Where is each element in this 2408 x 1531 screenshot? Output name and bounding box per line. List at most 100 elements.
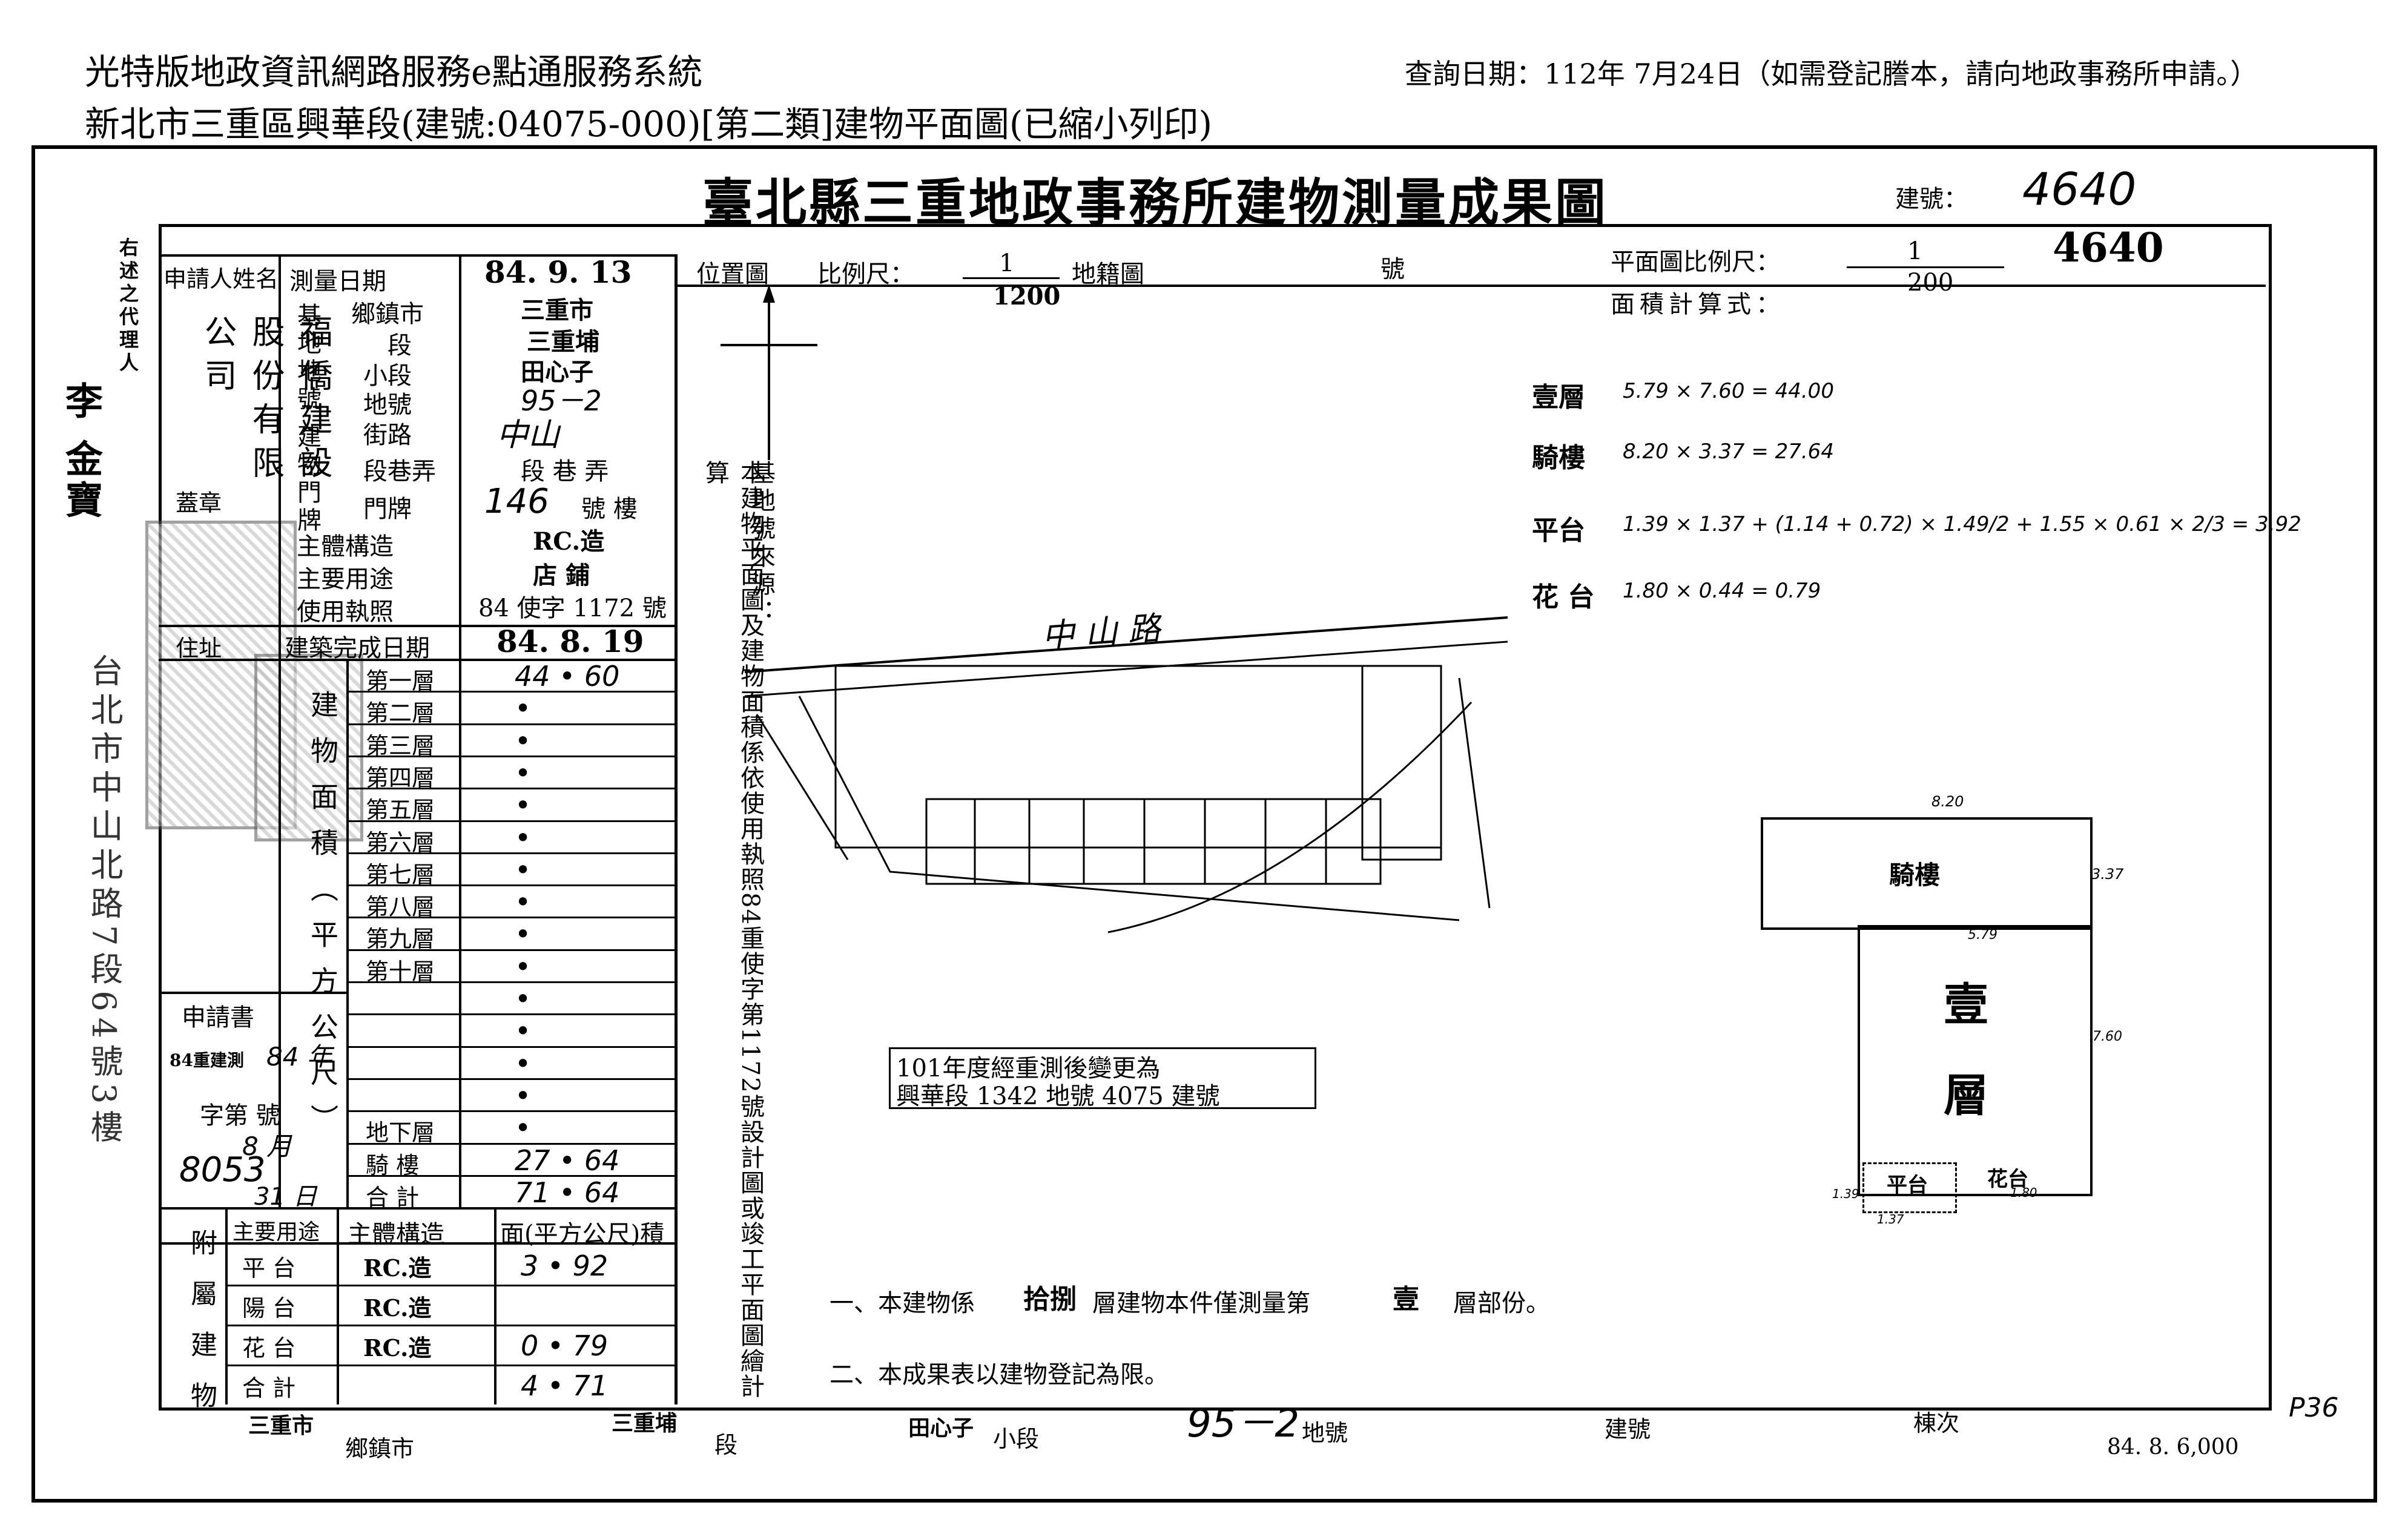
footer-subsection: 田心子 [908,1415,974,1441]
calc-floor-label: 騎樓 [1532,443,1585,473]
location-map-label: 位置圖 [696,260,769,288]
annex-use: 陽 台 [242,1295,296,1322]
floor-area-value: • [515,886,532,918]
floor-label: 第十層 [366,958,435,985]
resurvey-note-1: 101年度經重測後變更為 [896,1055,1161,1082]
calc-floor-label: 平台 [1532,515,1585,546]
floor-row-divider [346,1013,675,1015]
number-label: 門牌 [363,495,412,523]
dim-small-2: 1.37 [1877,1212,1904,1226]
floor-row-divider [346,949,675,951]
annex-header-area: 面(平方公尺)積 [500,1220,665,1248]
floor-area-value: • [515,918,532,950]
annex-structure: RC.造 [363,1334,432,1361]
application-no-label: 字第 號 [200,1102,280,1130]
calc-formula: 5.79 × 7.60 = 44.00 [1623,379,1834,403]
completed-value: 84. 8. 19 [496,624,644,659]
floor-area-value: 27 • 64 [515,1144,620,1177]
floor-row-divider [346,1175,675,1177]
floor-row-divider [346,723,675,725]
dim-small-3: 1.80 [2010,1185,2037,1200]
applicant-label: 申請人姓名 [163,266,279,292]
number-value: 146 [484,482,549,521]
floor-label: 第二層 [366,700,435,726]
survey-date-label: 測量日期 [289,268,386,295]
floor-label: 第五層 [366,797,435,823]
completed-label: 建築完成日期 [285,634,430,662]
floor-row-divider [346,756,675,757]
floor-label: 第八層 [366,894,435,920]
footer-corner-mark: P36 [2289,1392,2339,1423]
floor-area-value: • [515,692,532,725]
lot-value: 95－2 [521,384,602,417]
flowerbed-label: 花台 [1987,1167,2028,1191]
floor-label-1: 壹 [1944,979,1988,1031]
application-no: 8053 [179,1150,266,1190]
application-day: 31 日 [254,1183,317,1211]
footer-township: 三重市 [248,1413,314,1438]
floor-row-divider [346,884,675,886]
section-value: 三重埔 [527,328,599,356]
calc-formula: 8.20 × 3.37 = 27.64 [1623,440,1834,464]
structure-value: RC.造 [533,527,605,556]
floor-area-value: • [515,854,532,886]
township-value: 三重市 [521,296,593,324]
floor-label: 騎 樓 [366,1152,420,1179]
application-label: 申請書 [182,1004,254,1032]
calc-label: 面積計算式： [1611,291,1785,318]
survey-date: 84. 9. 13 [484,254,632,290]
floor-label: 第九層 [366,926,435,952]
note1-suffix: 層部份。 [1453,1289,1550,1317]
application-month: 8 月 [242,1131,292,1161]
annex-label: 附屬建物 [186,1229,217,1432]
note2: 二、本成果表以建物登記為限。 [830,1361,1169,1389]
floor-area-value: 44 • 60 [515,660,620,693]
floor-area-value: • [515,1047,532,1080]
street-value: 中山 [496,417,560,453]
build-no-handwritten: 4640 [2022,163,2137,216]
system-title: 光特版地政資訊網路服務e點通服務系統 [85,51,703,93]
applicant-name: 福僑建設股份有限公司 [199,315,332,489]
build-no-stamp: 4640 [2053,224,2164,271]
floor-area-value: • [515,1015,532,1047]
floor-label-2: 層 [1944,1070,1988,1122]
lane-label: 段巷弄 [363,458,436,486]
footer-build-label: 建號 [1605,1416,1651,1443]
lane-value: 段 巷 弄 [521,458,609,486]
floor-area-value: • [515,757,532,789]
annex-row-divider [225,1285,675,1286]
floor-label: 第四層 [366,765,435,791]
floor-area-value: • [515,950,532,983]
application-year: 84 年 [266,1042,332,1072]
floor-label: 第七層 [366,861,435,888]
township-label: 鄉鎮市 [351,300,424,328]
floor-label: 合 計 [366,1184,420,1211]
footer-print-code: 84. 8. 6,000 [2107,1435,2239,1460]
floor-row-divider [346,788,675,789]
floor-area-value: • [515,983,532,1015]
site-label: 基地地號 [293,303,321,414]
floor-outline [1858,925,2093,1196]
street-label: 街路 [363,421,412,449]
dim-side: 3.37 [2091,866,2124,883]
floor-row-divider [346,1078,675,1080]
annex-header-use: 主要用途 [233,1220,320,1245]
floor-label: 地下層 [366,1119,435,1146]
floor-label: 第一層 [366,668,435,694]
cadastral-label: 地籍圖 [1072,260,1144,288]
area-vertical-label: 建物面積（平方公尺） [306,690,339,1150]
annex-use: 平 台 [242,1255,296,1282]
query-date: 查詢日期：112年 7月24日（如需登記謄本，請向地政事務所申請。） [1405,58,2258,90]
doorplate-label: 建物門牌 [293,424,321,535]
agent-name: 李 金寶 [59,381,103,522]
base-source-label: 基地號來源： [747,460,775,627]
floor-label: 第三層 [366,733,435,759]
lot-label: 地號 [363,391,412,419]
plan-scale-label: 平面圖比例尺： [1611,248,1780,276]
build-no-label: 建號： [1895,185,1968,213]
annex-area: 0 • 79 [521,1329,609,1362]
annex-row-divider [225,1325,675,1326]
arcade-outline [1761,817,2093,930]
annex-row-divider [225,1365,675,1366]
floor-row-divider [346,852,675,854]
